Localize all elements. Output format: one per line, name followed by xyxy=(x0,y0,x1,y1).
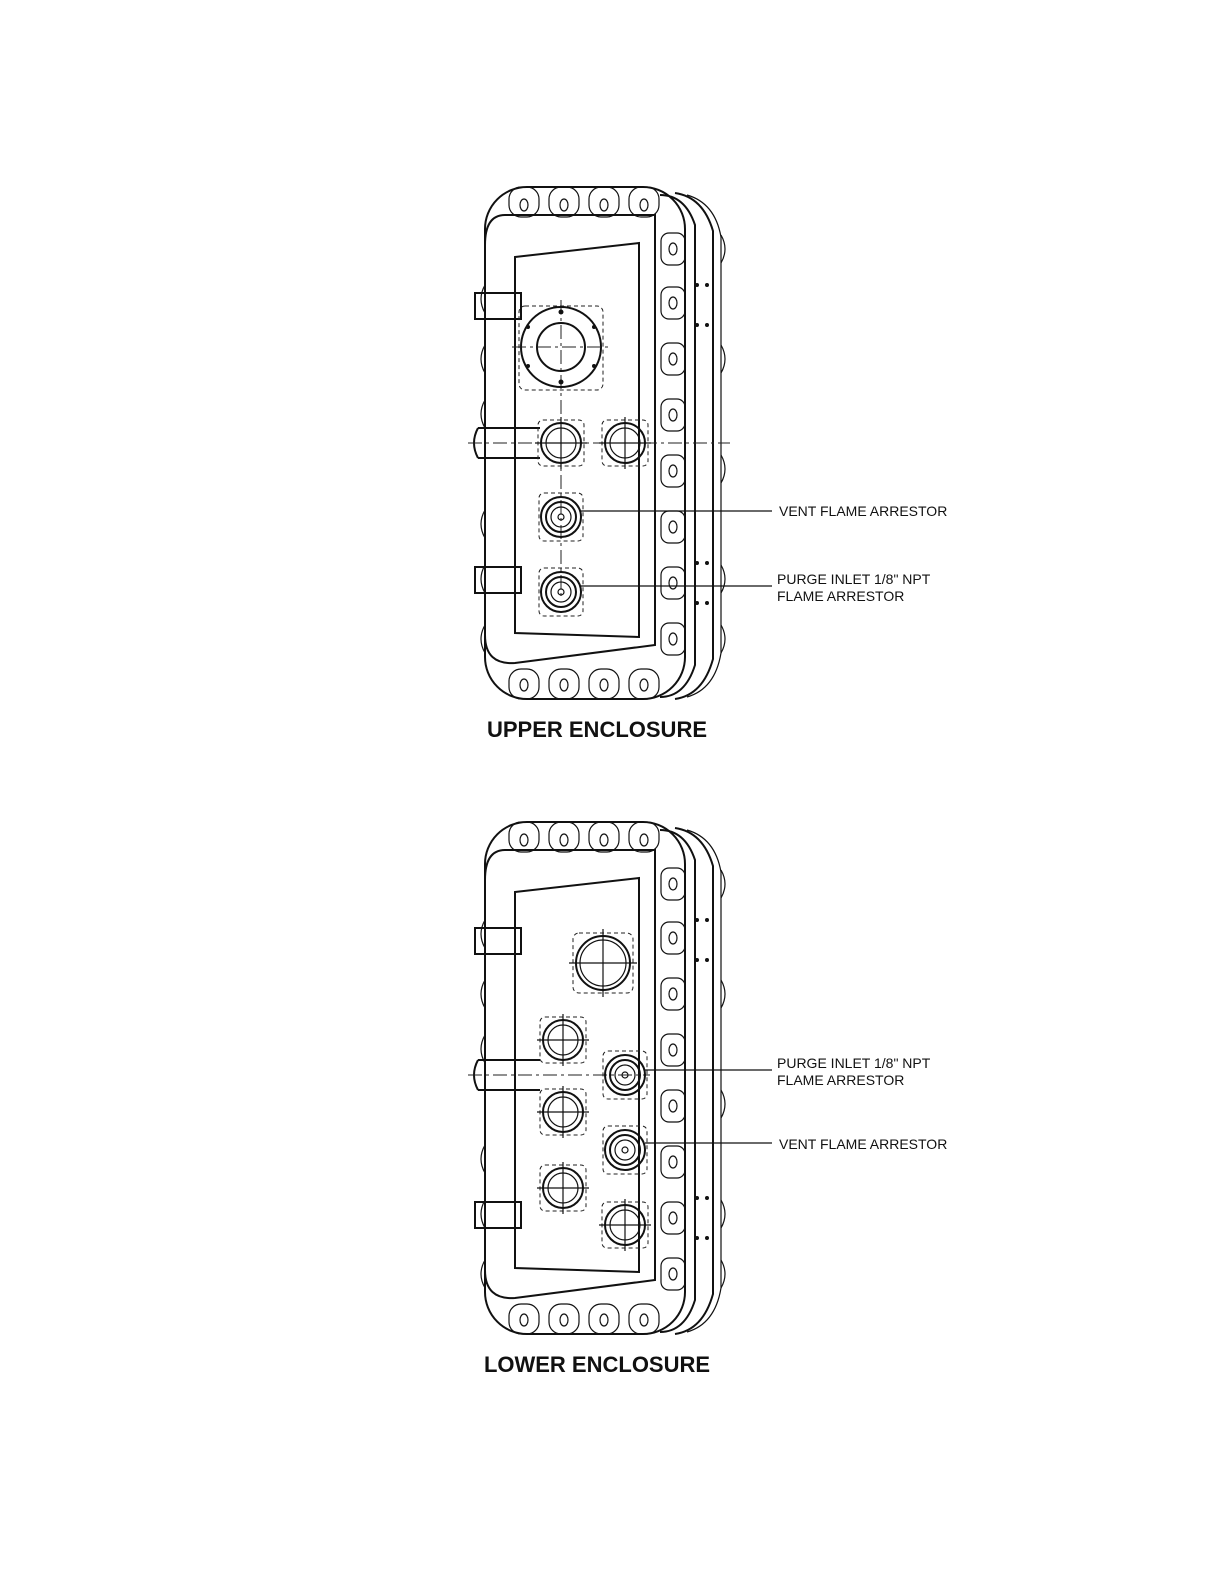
lower-enclosure: PURGE INLET 1/8" NPT FLAME ARRESTOR VENT… xyxy=(468,822,947,1377)
lower-hub-left-2 xyxy=(537,1086,589,1138)
lower-purge-callout-line1: PURGE INLET 1/8" NPT xyxy=(777,1055,931,1071)
upper-hub-right xyxy=(599,417,651,469)
lower-hub-left-3 xyxy=(537,1162,589,1214)
lower-vent-callout: VENT FLAME ARRESTOR xyxy=(779,1136,947,1152)
lower-hub-large xyxy=(569,929,637,997)
lower-vent-arrestor-icon xyxy=(603,1126,647,1174)
upper-purge-callout-line1: PURGE INLET 1/8" NPT xyxy=(777,571,931,587)
lower-hub-right-bottom xyxy=(599,1199,651,1251)
lower-purge-callout-line2: FLAME ARRESTOR xyxy=(777,1072,904,1088)
upper-purge-callout-line2: FLAME ARRESTOR xyxy=(777,588,904,604)
upper-enclosure: VENT FLAME ARRESTOR PURGE INLET 1/8" NPT… xyxy=(468,187,947,742)
lower-enclosure-title: LOWER ENCLOSURE xyxy=(484,1352,710,1377)
upper-hub-left xyxy=(535,417,587,469)
upper-vent-callout: VENT FLAME ARRESTOR xyxy=(779,503,947,519)
upper-enclosure-title: UPPER ENCLOSURE xyxy=(487,717,707,742)
lower-hub-left-1 xyxy=(537,1014,589,1066)
lower-enclosure-body xyxy=(475,822,725,1334)
